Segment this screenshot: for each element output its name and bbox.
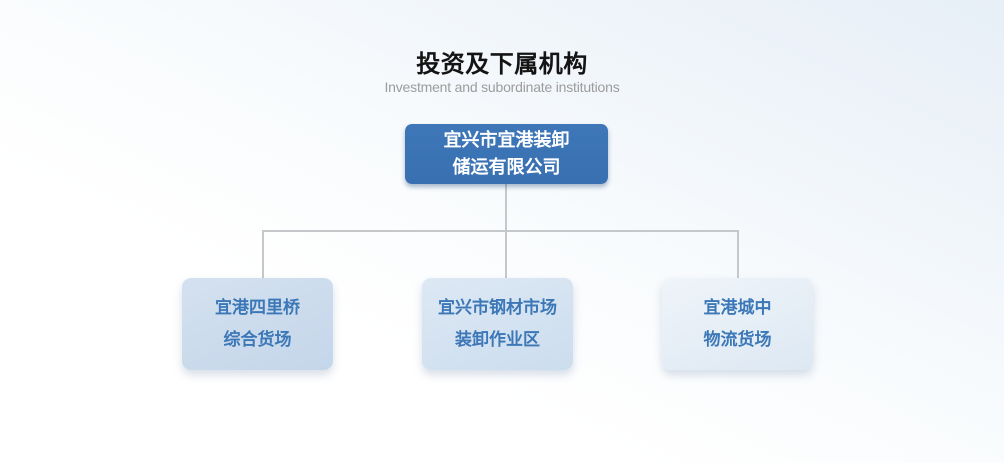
org-node-root-label-line1: 宜兴市宜港装卸 — [443, 130, 570, 150]
connector-root-stem — [505, 183, 507, 231]
page-title: 投资及下属机构 — [416, 51, 588, 78]
page-subtitle: Investment and subordinate institutions — [384, 79, 620, 95]
connector-horizontal-bar — [262, 230, 739, 232]
org-node-child-chengzhong-logistics: 宜港城中 物流货场 — [662, 278, 813, 370]
org-node-child-silidun-yard: 宜港四里桥 综合货场 — [182, 278, 333, 370]
connector-stub-left — [262, 231, 264, 278]
org-node-child-2-label-line1: 宜兴市钢材市场 — [438, 298, 557, 317]
org-node-child-1-label-line2: 综合货场 — [223, 330, 292, 349]
org-node-child-2-label-line2: 装卸作业区 — [455, 330, 540, 349]
org-node-child-1-label-line1: 宜港四里桥 — [215, 298, 300, 317]
org-node-child-3-label-line2: 物流货场 — [703, 330, 772, 349]
connector-stub-middle — [505, 231, 507, 278]
org-node-root-label-line2: 储运有限公司 — [452, 157, 561, 177]
connector-stub-right — [737, 231, 739, 278]
org-node-child-steel-market-zone: 宜兴市钢材市场 装卸作业区 — [422, 278, 573, 370]
org-node-root: 宜兴市宜港装卸 储运有限公司 — [405, 124, 608, 184]
org-node-child-3-label-line1: 宜港城中 — [703, 298, 772, 317]
